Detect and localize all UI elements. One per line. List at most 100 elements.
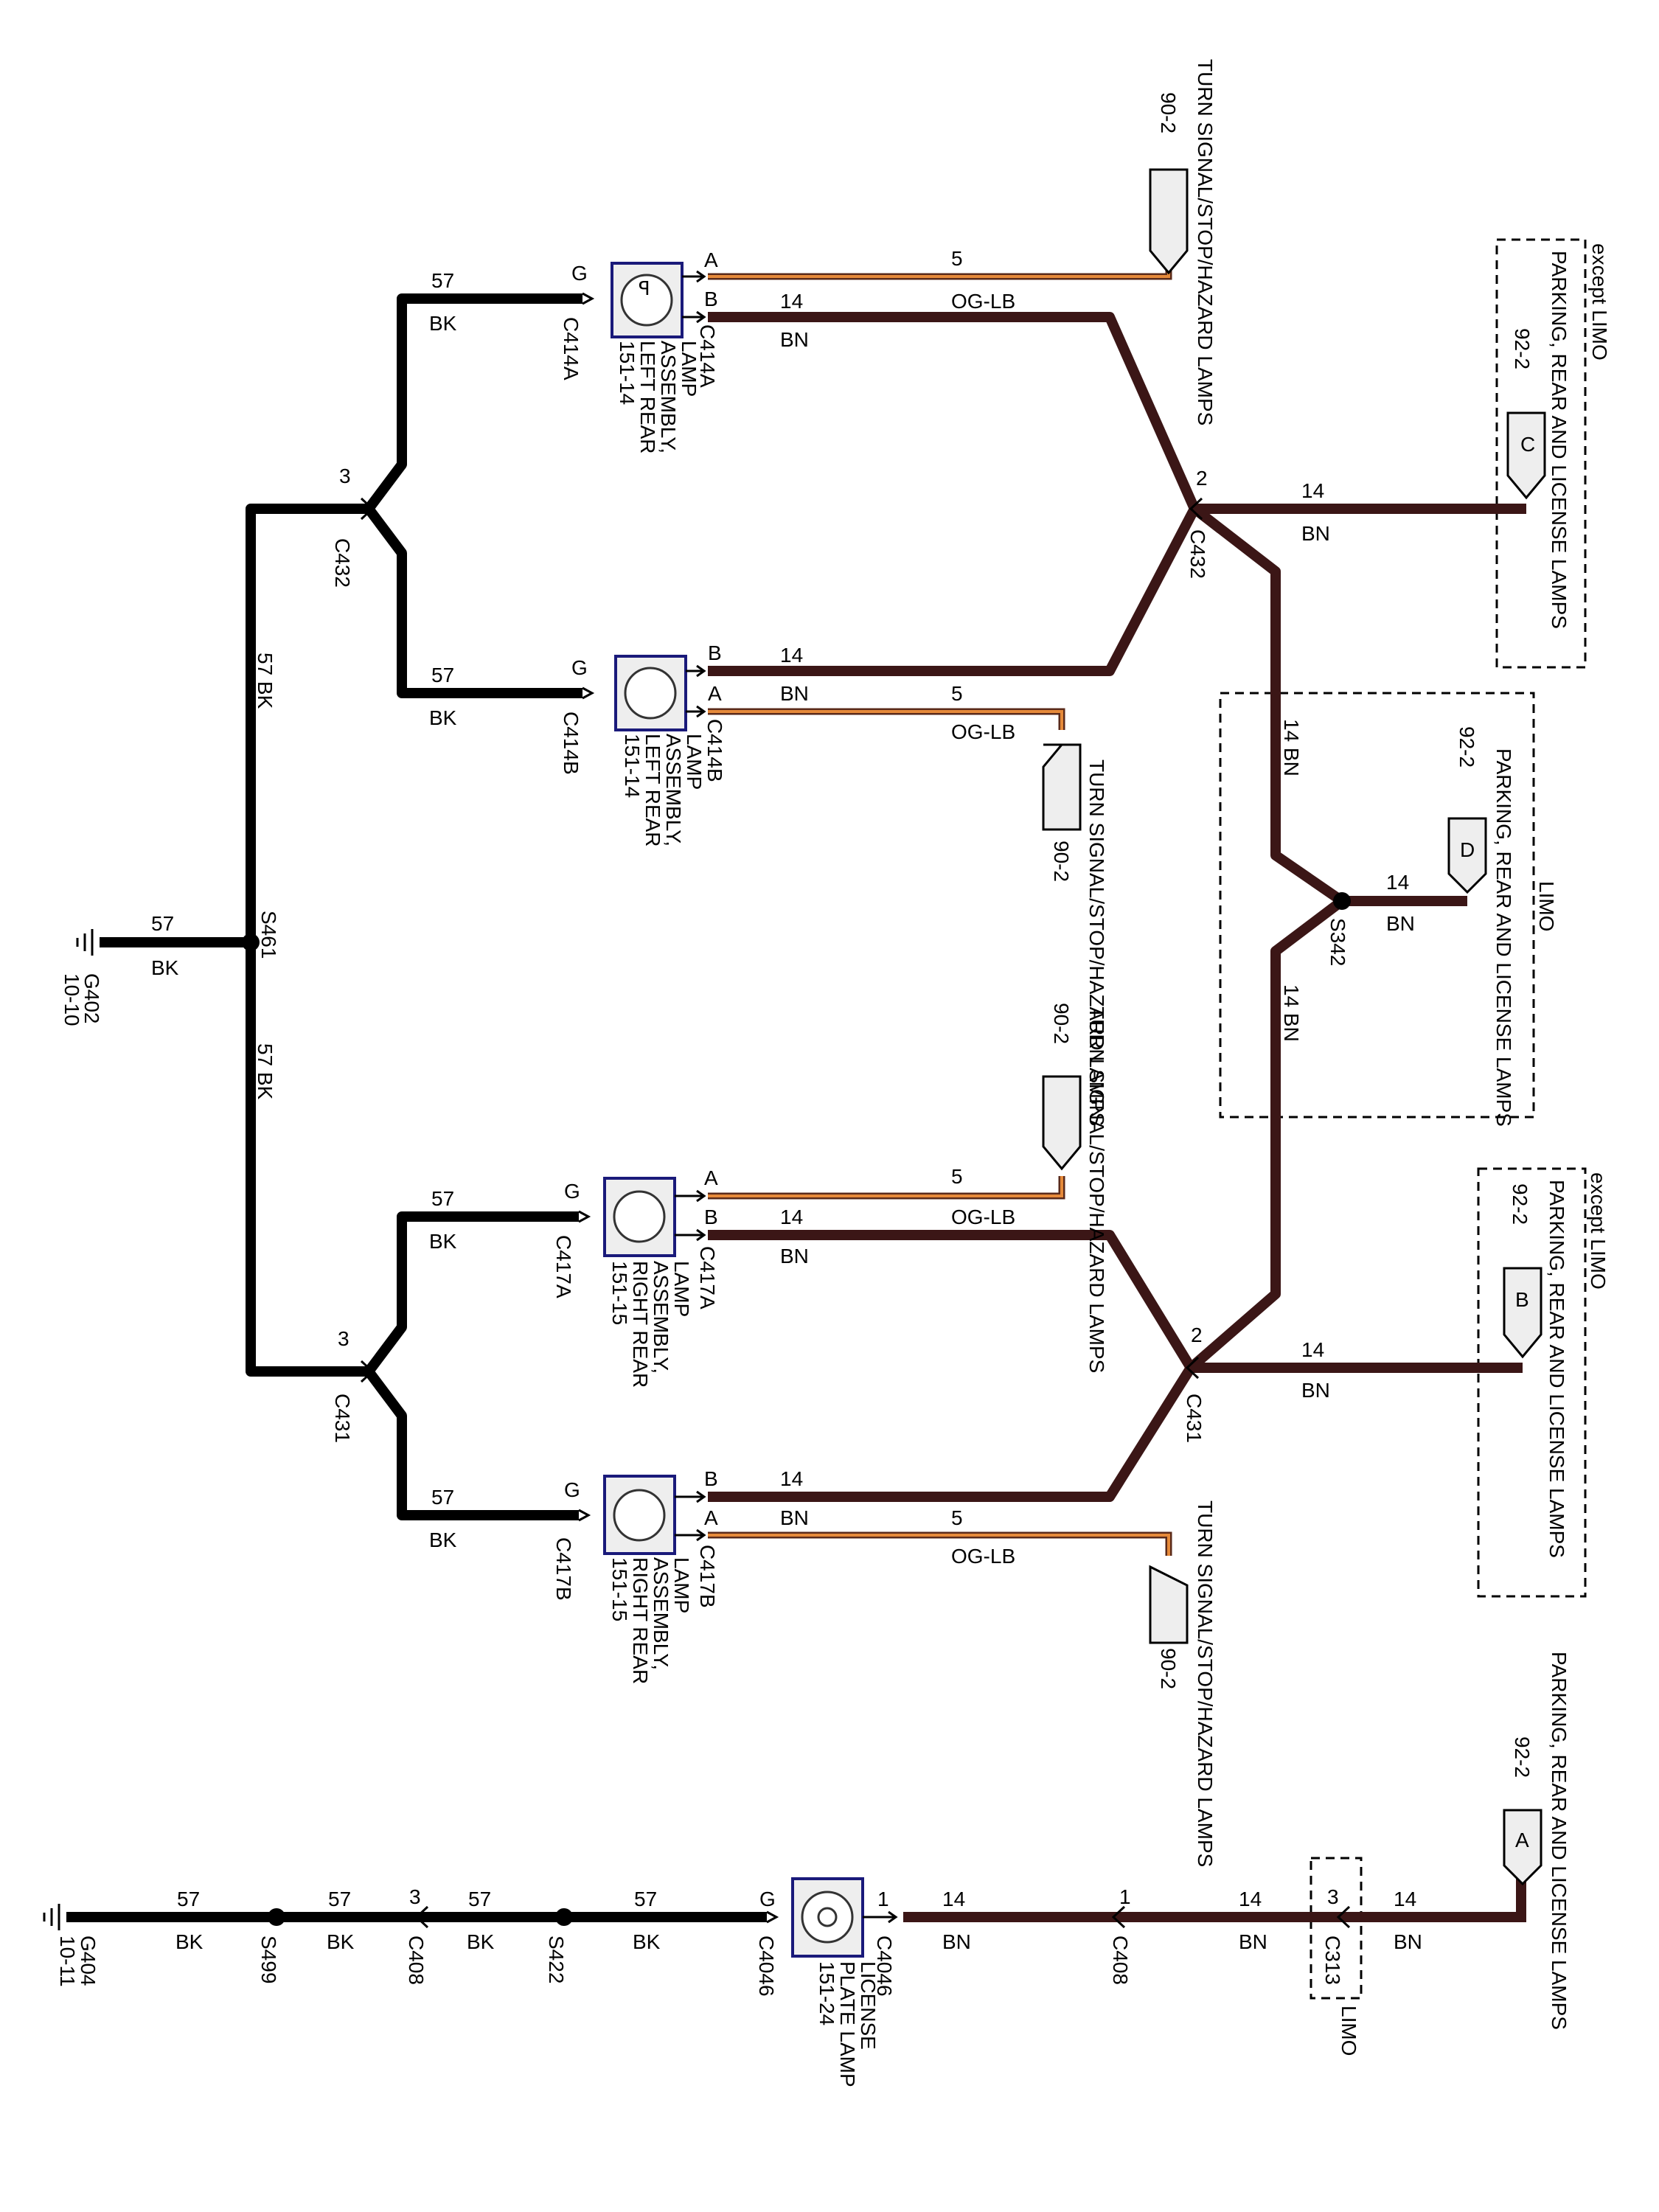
lbl-57-c414a: 57: [431, 269, 454, 292]
lbl-bn-c431-feed: BN: [1301, 1379, 1330, 1402]
lbl-90-2-top: 90-2: [1157, 92, 1180, 133]
wire-14-bn-c414a: [708, 312, 1200, 511]
conn-c417b-right: C417B: [696, 1545, 719, 1608]
except-limo-box-top: [1495, 238, 1587, 669]
lbl-57-c408: 57: [468, 1888, 491, 1910]
lamp-c414b: [582, 655, 706, 731]
lbl-57-c417b: 57: [431, 1486, 454, 1509]
lbl-5-c417b: 5: [951, 1506, 963, 1529]
lbl-90-2-mid-lower: 90-2: [1050, 1003, 1073, 1044]
c408-mark-14: [1111, 1905, 1126, 1929]
ground-g404-label: G404: [77, 1935, 100, 1986]
splice-s499: [268, 1908, 285, 1926]
lbl-oglb-c414b: OG-LB: [951, 720, 1015, 743]
lbl-bk-s499: BK: [327, 1930, 355, 1953]
lbl-92-2-license: 92-2: [1511, 1736, 1534, 1778]
svg-text:151-14: 151-14: [616, 341, 639, 405]
pin-c417b-b: B: [704, 1467, 718, 1490]
lbl-57-g402: 57: [151, 912, 174, 935]
flag-90-2-mid-upper: [1042, 743, 1082, 831]
lbl-bn-c432-feed: BN: [1301, 522, 1330, 545]
wire-57-bk-c417b: [364, 1368, 579, 1520]
wire-5-oglb-c417a-outer: [708, 1176, 1065, 1200]
ground-g402-icon: [76, 929, 94, 956]
svg-text:LEFT REAR: LEFT REAR: [641, 734, 664, 847]
wire-57-bk-c417a: [364, 1211, 579, 1375]
flag-90-2-mid-lower: [1042, 1075, 1082, 1171]
lbl-turn-signal-mid-lower: TURN SIGNAL/STOP/HAZARD LAMPS: [1085, 1006, 1108, 1373]
conn-c414a-right: C414A: [696, 324, 719, 388]
svg-text:ASSEMBLY,: ASSEMBLY,: [662, 734, 685, 846]
splice-s461: [242, 933, 260, 951]
pin-c417a-b: B: [704, 1206, 718, 1228]
svg-text:LAMP: LAMP: [683, 734, 706, 790]
lbl-5-c417a: 5: [951, 1165, 963, 1188]
wire-5-oglb-c417b-inner: [708, 1534, 1170, 1556]
pin-c4046-g: G: [759, 1888, 776, 1910]
lbl-oglb-c414a: OG-LB: [951, 290, 1015, 313]
pin-c417b-g: G: [564, 1478, 580, 1501]
pin-c432-3: 3: [339, 465, 351, 487]
wire-14-bn-c414b: [708, 506, 1200, 676]
wire-57-bk-c414b: [364, 505, 582, 698]
lbl-bn-c414b: BN: [780, 682, 809, 705]
conn-c414b-right: C414B: [703, 719, 726, 782]
c313-mark: [1336, 1905, 1351, 1929]
lbl-bn-c417b: BN: [780, 1506, 809, 1529]
conn-c417a-right: C417A: [696, 1246, 719, 1310]
conn-c4046-right: C4046: [873, 1935, 896, 1997]
lbl-turn-signal-bottom: TURN SIGNAL/STOP/HAZARD LAMPS: [1194, 1500, 1217, 1867]
except-limo-box-bottom: [1477, 1167, 1587, 1598]
svg-text:LAMP: LAMP: [670, 1557, 693, 1613]
lbl-57-c414b: 57: [431, 664, 454, 686]
svg-text:ASSEMBLY,: ASSEMBLY,: [657, 341, 680, 453]
lbl-oglb-c417a: OG-LB: [951, 1206, 1015, 1228]
svg-text:PLATE LAMP: PLATE LAMP: [836, 1961, 859, 2087]
conn-c432-right: C432: [1186, 529, 1209, 579]
lbl-bk-c417a: BK: [429, 1230, 457, 1253]
pin-c432-2: 2: [1196, 467, 1208, 490]
pin-c431-3: 3: [338, 1327, 349, 1350]
splice-s422-label: S422: [545, 1935, 568, 1983]
conn-c431-right: C431: [1183, 1394, 1206, 1443]
c432-right-mark: [1189, 497, 1203, 521]
lbl-bn-c408: BN: [1239, 1930, 1267, 1953]
lbl-92-2-bottom: 92-2: [1509, 1183, 1531, 1225]
pin-c417a-a: A: [704, 1166, 718, 1189]
pin-c313-3: 3: [1327, 1885, 1339, 1908]
limo-c313-box: [1310, 1857, 1363, 2000]
lbl-57-s499: 57: [328, 1888, 351, 1910]
lbl-14-c313: 14: [1394, 1888, 1416, 1910]
svg-text:151-15: 151-15: [608, 1557, 631, 1621]
lbl-14bn-lower: 14 BN: [1280, 984, 1303, 1042]
lbl-14-c431-feed: 14: [1301, 1338, 1324, 1361]
lbl-57-c417a: 57: [431, 1187, 454, 1210]
ground-g402-label: G402: [80, 973, 103, 1024]
lbl-parking-limo: PARKING, REAR AND LICENSE LAMPS: [1492, 748, 1515, 1127]
lamp-c417a: [578, 1177, 706, 1257]
lbl-14bn-upper: 14 BN: [1280, 719, 1303, 776]
svg-text:ASSEMBLY,: ASSEMBLY,: [650, 1557, 672, 1670]
wire-14-bn-s342-c431: [1187, 897, 1346, 1372]
lbl-bk-s422: BK: [633, 1930, 661, 1953]
flag-d-letter: D: [1460, 838, 1475, 861]
lbl-bk-g404: BK: [175, 1930, 204, 1953]
flag-90-2-top: [1149, 168, 1189, 275]
wire-5-oglb-c414a-outer: [708, 258, 1172, 280]
svg-text:ASSEMBLY,: ASSEMBLY,: [650, 1261, 672, 1374]
pin-c408-3: 3: [409, 1885, 421, 1908]
pin-c414a-b: B: [704, 288, 718, 310]
lbl-parking-license: PARKING, REAR AND LICENSE LAMPS: [1548, 1652, 1571, 2030]
splice-s499-label: S499: [257, 1935, 280, 1983]
svg-text:RIGHT REAR: RIGHT REAR: [629, 1261, 652, 1388]
c431-left-mark: [360, 1360, 375, 1383]
conn-c313: C313: [1321, 1935, 1344, 1985]
lbl-90-2-bottom: 90-2: [1157, 1648, 1180, 1689]
wire-57-bk-c414a: [364, 293, 582, 512]
pin-c417a-g: G: [564, 1180, 580, 1203]
svg-text:LAMP: LAMP: [678, 341, 700, 397]
caption-lamp-c414a: LAMP ASSEMBLY, LEFT REAR 151-14: [616, 341, 700, 454]
pin-c414a-a: A: [704, 248, 718, 271]
ground-g404-icon: [43, 1904, 60, 1930]
splice-s342-label: S342: [1326, 918, 1349, 966]
